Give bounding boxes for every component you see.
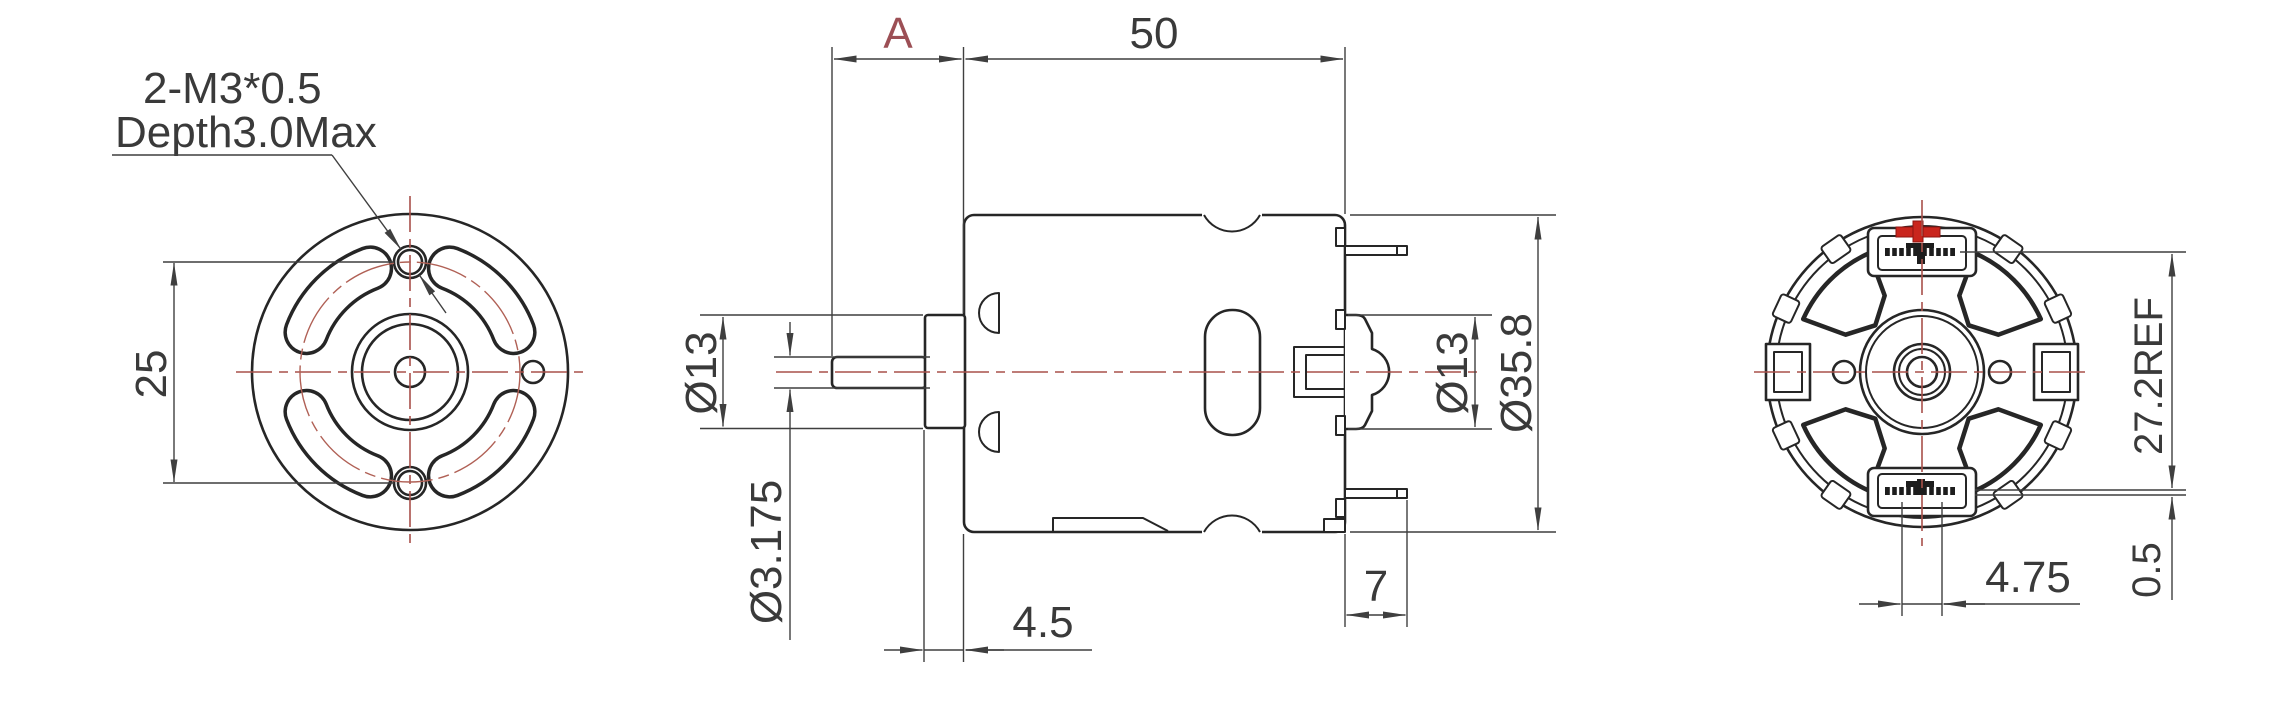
side-view: A 50 Ø13 Ø3.175 4.5	[677, 9, 1556, 662]
dim-shaft-protrusion-label: A	[883, 9, 913, 58]
dim-terminal-thickness-label: 0.5	[2125, 542, 2169, 598]
motor-body	[962, 213, 1347, 534]
dim-shaft-protrusion: A	[833, 9, 962, 63]
dim-terminal-length-label: 7	[1364, 562, 1388, 611]
thread-callout-line2: Depth3.0Max	[115, 108, 377, 157]
dim-hole-spacing: 25	[127, 261, 394, 484]
dim-terminal-span: 27.2REF	[1960, 251, 2186, 496]
rear-centerlines	[1754, 200, 2092, 546]
dim-front-boss-diameter: Ø13	[677, 316, 727, 427]
dim-front-boss-diameter-label: Ø13	[677, 331, 726, 414]
rim-notches	[1771, 234, 2073, 510]
dim-rear-boss-diameter: Ø13	[1428, 316, 1479, 428]
dim-body-diameter-label: Ø35.8	[1492, 313, 1541, 433]
dim-shaft-diameter: Ø3.175	[742, 322, 794, 640]
terminal-serrations-bottom	[1889, 487, 1951, 495]
dim-terminal-span-label: 27.2REF	[2127, 297, 2171, 455]
body-notches	[1202, 211, 1262, 535]
dim-shaft-diameter-label: Ø3.175	[742, 480, 791, 624]
dim-terminal-thickness: 0.5	[2125, 496, 2176, 600]
polarity-plus-mark	[1895, 220, 1941, 243]
side-extension-lines	[700, 47, 1556, 662]
dim-body-length: 50	[965, 9, 1344, 63]
front-centerlines	[236, 196, 584, 549]
dim-rear-boss-diameter-label: Ø13	[1428, 331, 1477, 414]
terminal-serrations-top	[1889, 248, 1951, 256]
dim-hole-spacing-label: 25	[127, 350, 176, 399]
terminal-top	[1344, 245, 1408, 256]
rear-face-tabs	[1323, 227, 1346, 533]
terminal-housing-bottom	[1866, 466, 1978, 518]
dim-body-diameter: Ø35.8	[1492, 216, 1542, 531]
dim-terminal-width: 4.75	[1859, 502, 2080, 616]
dim-body-length-label: 50	[1130, 9, 1179, 58]
front-vent-slots	[283, 245, 537, 499]
front-view: 25 2-M3*0.5 Depth3.0Max	[112, 64, 584, 549]
side-vent-holes	[978, 292, 1000, 453]
body-louvre	[1052, 517, 1169, 532]
dim-front-boss-length: 4.5	[884, 598, 1092, 654]
bolt-circle	[299, 261, 521, 483]
terminal-bottom	[1344, 488, 1408, 499]
dim-terminal-width-label: 4.75	[1985, 553, 2071, 602]
dim-terminal-length: 7	[1346, 562, 1406, 619]
thread-callout-line1: 2-M3*0.5	[143, 64, 322, 113]
thread-callout: 2-M3*0.5 Depth3.0Max	[112, 64, 447, 314]
rear-view: 27.2REF 0.5 4.75	[1754, 200, 2186, 616]
dim-front-boss-length-label: 4.5	[1012, 598, 1073, 647]
